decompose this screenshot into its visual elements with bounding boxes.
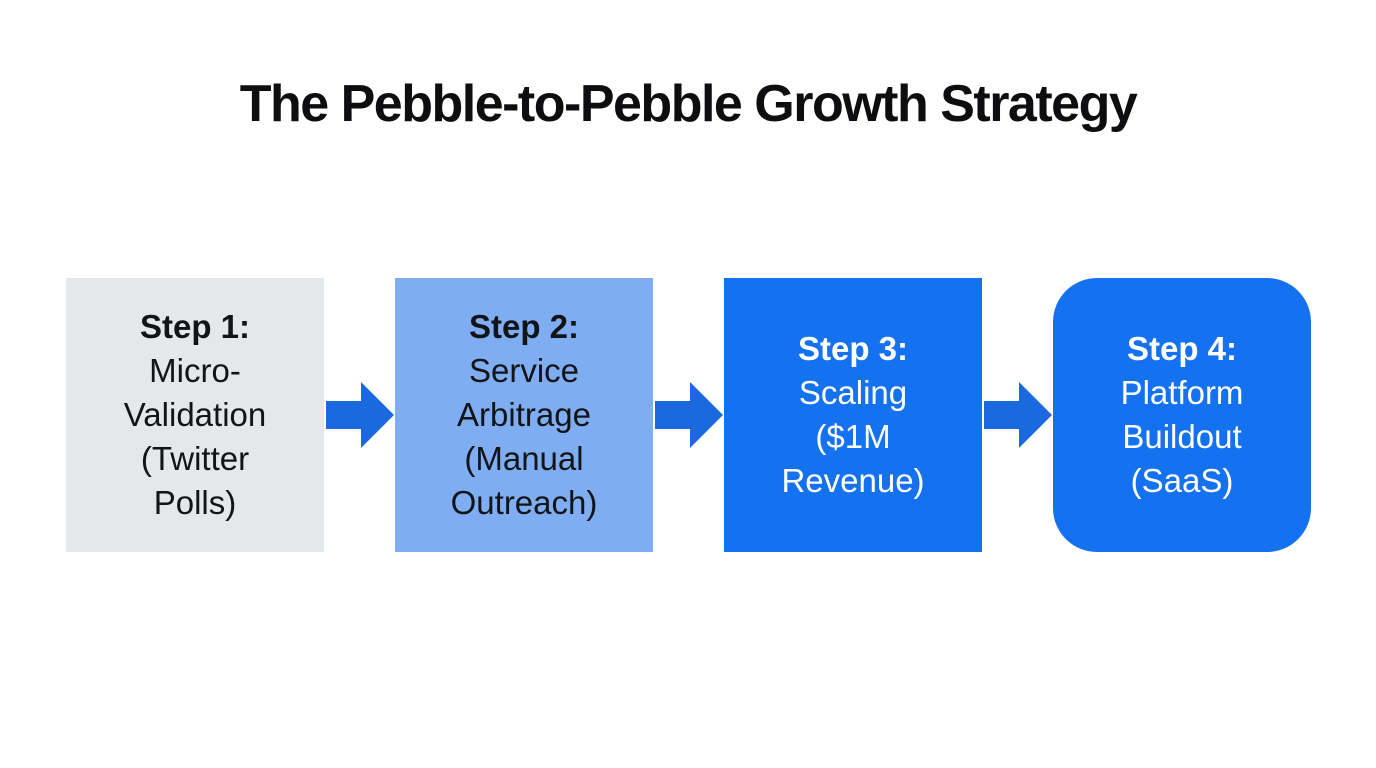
step-3-line: Revenue): [781, 462, 925, 499]
right-arrow-icon: [983, 382, 1052, 448]
step-4-heading: Step 4:: [1126, 330, 1238, 367]
step-1-heading: Step 1:: [139, 308, 251, 345]
process-flow: Step 1: Micro- Validation (Twitter Polls…: [66, 278, 1311, 552]
step-2-line: Arbitrage: [457, 396, 591, 433]
step-3-text: Step 3: Scaling ($1M Revenue): [781, 327, 924, 503]
step-1-line: Micro-: [149, 352, 241, 389]
step-2-line: Outreach): [450, 484, 598, 521]
step-2-line: (Manual: [464, 440, 584, 477]
arrow-3-container: [982, 382, 1053, 448]
right-arrow-icon: [325, 382, 394, 448]
step-1-line: Polls): [153, 484, 237, 521]
step-4-text: Step 4: Platform Buildout (SaaS): [1121, 327, 1244, 503]
arrow-2-container: [653, 382, 724, 448]
step-1-line: Validation: [123, 396, 267, 433]
step-2-heading: Step 2:: [468, 308, 579, 345]
step-4-box: Step 4: Platform Buildout (SaaS): [1053, 278, 1311, 552]
step-2-line: Service: [468, 352, 580, 389]
step-4-line: (SaaS): [1130, 462, 1234, 499]
step-1-box: Step 1: Micro- Validation (Twitter Polls…: [66, 278, 324, 552]
step-3-heading: Step 3:: [797, 330, 909, 367]
step-3-box: Step 3: Scaling ($1M Revenue): [724, 278, 982, 552]
step-1-line: (Twitter: [140, 440, 250, 477]
step-4-line: Buildout: [1122, 418, 1242, 455]
step-2-text: Step 2: Service Arbitrage (Manual Outrea…: [451, 305, 598, 525]
right-arrow-icon: [654, 382, 723, 448]
diagram-title: The Pebble-to-Pebble Growth Strategy: [239, 75, 1138, 133]
arrow-1-container: [324, 382, 395, 448]
step-3-line: ($1M: [815, 418, 891, 455]
step-2-box: Step 2: Service Arbitrage (Manual Outrea…: [395, 278, 653, 552]
step-3-line: Scaling: [798, 374, 908, 411]
step-1-text: Step 1: Micro- Validation (Twitter Polls…: [124, 305, 267, 525]
step-4-line: Platform: [1120, 374, 1244, 411]
